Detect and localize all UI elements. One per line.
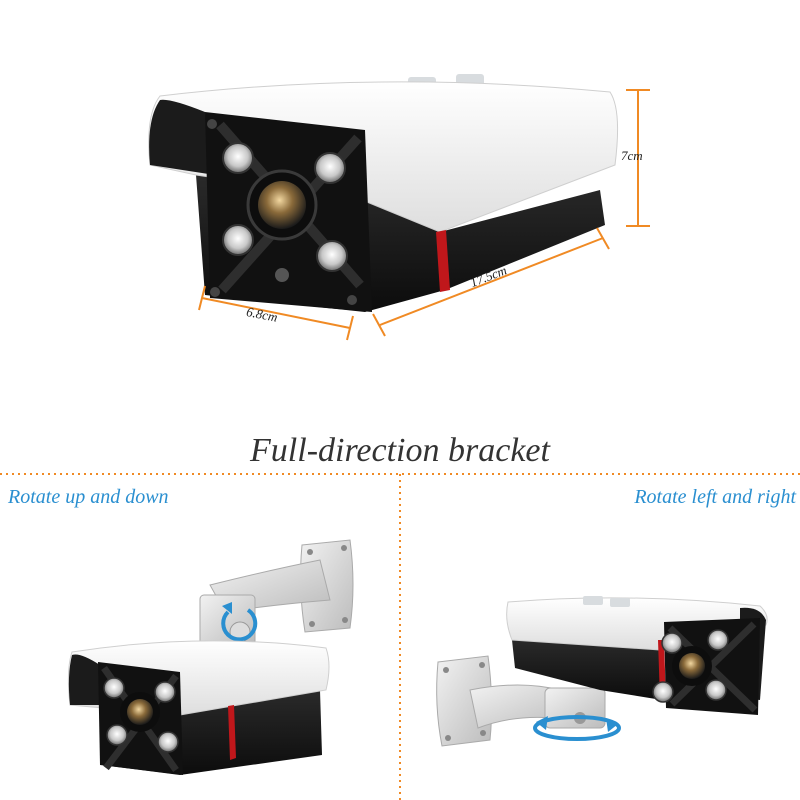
- light-sensor: [275, 268, 289, 282]
- bracket-camera-right: [436, 596, 768, 747]
- accent-stripe: [436, 230, 450, 292]
- caption-rotate-up-down: Rotate up and down: [8, 486, 169, 508]
- ir-led-3: [222, 224, 254, 256]
- camera-lens: [258, 181, 306, 229]
- caption-rotate-left-right: Rotate left and right: [634, 486, 796, 508]
- ir-led-4: [316, 240, 348, 272]
- ir-led-2: [314, 152, 346, 184]
- dimension-lines: [198, 89, 650, 341]
- section-dividers: [0, 473, 800, 800]
- ir-led-1: [222, 142, 254, 174]
- bracket-camera-left: [67, 539, 354, 775]
- rotate-arrow-vertical: [221, 608, 258, 642]
- main-camera: [148, 74, 619, 312]
- rotate-arrow-horizontal: [533, 715, 621, 741]
- section-heading: Full-direction bracket: [250, 432, 550, 469]
- dimension-height-label: 7cm: [621, 148, 643, 163]
